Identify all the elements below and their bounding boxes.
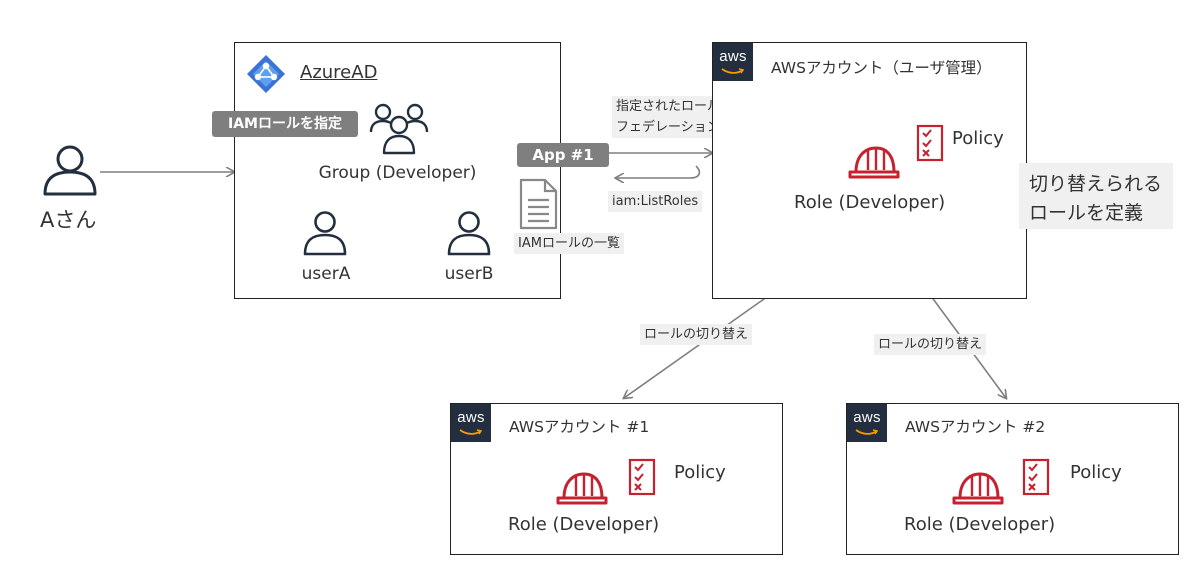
- aws-logo-icon: aws: [713, 43, 753, 81]
- helmet-icon: [952, 472, 1004, 505]
- policy-checklist-icon: [916, 124, 944, 162]
- role-switch-label-right: ロールの切り替え: [874, 334, 987, 355]
- helmet-icon: [556, 472, 608, 505]
- azure-ad-box: [234, 42, 561, 299]
- account-1-role-label: Role (Developer): [508, 514, 660, 535]
- user-b-label: userB: [444, 264, 494, 284]
- callout-box: 切り替えられる ロールを定義: [1019, 163, 1173, 229]
- group-developer-label: Group (Developer): [318, 163, 477, 183]
- account-2-role-label: Role (Developer): [904, 514, 1056, 535]
- group-icon: [369, 103, 429, 155]
- account-1-policy-label: Policy: [674, 462, 726, 483]
- aws-account-1-box: aws AWSアカウント #1: [450, 403, 783, 555]
- main-policy-label: Policy: [952, 128, 1004, 149]
- helmet-icon: [848, 146, 900, 179]
- user-a-icon: [303, 211, 347, 256]
- aws-account-1-title: AWSアカウント #1: [509, 418, 650, 436]
- user-a-label: userA: [301, 264, 351, 284]
- azure-ad-title: AzureAD: [300, 62, 378, 83]
- user-b-icon: [447, 211, 491, 256]
- federation-note-line1: 指定されたロールで: [612, 96, 738, 117]
- list-roles-label: iam:ListRoles: [608, 191, 703, 212]
- account-2-policy-label: Policy: [1070, 462, 1122, 483]
- document-icon: [519, 178, 558, 230]
- app-1-badge: App #1: [517, 143, 609, 167]
- policy-checklist-icon: [1022, 458, 1050, 496]
- aws-logo-text: aws: [853, 409, 881, 426]
- aws-logo-text: aws: [457, 409, 485, 426]
- aws-logo-icon: aws: [451, 404, 491, 442]
- main-role-label: Role (Developer): [794, 192, 946, 213]
- iam-role-list-label: IAMロールの一覧: [514, 233, 624, 254]
- aws-account-2-title: AWSアカウント #2: [905, 418, 1046, 436]
- iam-role-tag: IAMロールを指定: [212, 111, 358, 137]
- callout-line2: ロールを定義: [1029, 202, 1144, 224]
- aws-logo-text: aws: [719, 48, 747, 65]
- policy-checklist-icon: [628, 458, 656, 496]
- callout-line1: 切り替えられる: [1029, 173, 1163, 195]
- aws-logo-icon: aws: [847, 404, 887, 442]
- role-switch-label-left: ロールの切り替え: [640, 324, 753, 345]
- user-icon: [43, 145, 97, 196]
- user-a-san-label: Aさん: [40, 208, 97, 232]
- arrow-listroles-return: [616, 165, 701, 178]
- azure-ad-icon: [247, 55, 285, 93]
- aws-account-2-box: aws AWSアカウント #2: [846, 403, 1179, 555]
- aws-main-account-title: AWSアカウント（ユーザ管理）: [771, 59, 992, 77]
